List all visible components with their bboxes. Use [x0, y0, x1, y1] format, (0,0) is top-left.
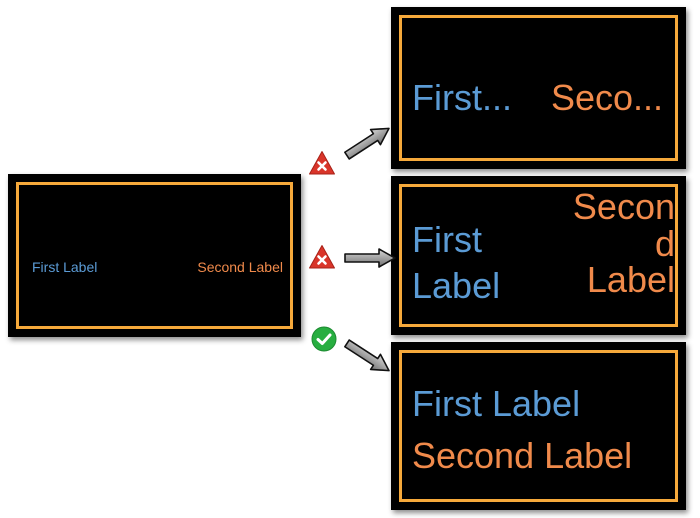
- x-mark-icon: [309, 245, 335, 269]
- truncated-second-label: Seco...: [550, 77, 663, 118]
- stacked-result-panel: First Label Second Label: [391, 342, 686, 510]
- truncated-first-label: First...: [412, 77, 512, 118]
- stacked-result-border: First Label Second Label: [399, 350, 678, 502]
- truncated-result-border: First... Seco...: [399, 15, 678, 161]
- arrow-right-icon: [344, 248, 396, 268]
- x-mark-icon: [309, 151, 335, 175]
- source-panel-border: First Label Second Label: [16, 182, 293, 329]
- source-panel: First Label Second Label: [8, 174, 301, 337]
- source-second-label: Second Label: [197, 259, 283, 275]
- stacked-second-label: Second Label: [412, 435, 633, 476]
- arrow-right-icon: [344, 339, 390, 372]
- source-first-label: First Label: [32, 259, 98, 275]
- arrow-right-icon: [344, 127, 390, 160]
- stacked-first-label: First Label: [412, 383, 581, 424]
- check-mark-icon: [311, 326, 337, 352]
- truncated-result-panel: First... Seco...: [391, 7, 686, 169]
